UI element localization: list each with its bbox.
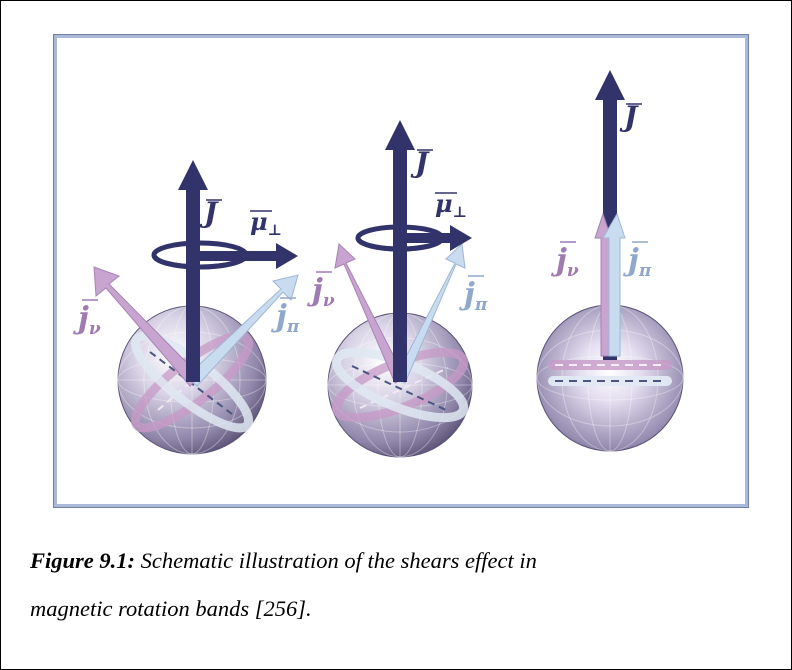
mu-arrow-2 bbox=[407, 225, 472, 251]
mu-label-2: μ⊥ bbox=[435, 189, 467, 221]
j-nu-arrow-1 bbox=[93, 266, 201, 387]
caption-line-2: magnetic rotation bands [256]. bbox=[30, 596, 312, 621]
J-arrow-3 bbox=[595, 70, 625, 360]
mu-arrow-1 bbox=[200, 243, 298, 269]
J-label-3: J bbox=[619, 100, 639, 133]
panel-2-vectors bbox=[334, 120, 472, 384]
j-pi-label-3: jπ bbox=[623, 243, 652, 281]
shears-diagram: J μ⊥ jν jπ J μ⊥ jν jπ J jν jπ bbox=[73, 70, 684, 458]
j-pi-arrow-1 bbox=[186, 274, 299, 387]
panel-3-vectors bbox=[594, 70, 626, 360]
sphere-3-orbits bbox=[548, 360, 672, 386]
j-pi-label-2: jπ bbox=[459, 277, 488, 315]
figure-caption: Figure 9.1: Schematic illustration of th… bbox=[30, 537, 750, 633]
j-pi-label-1: jπ bbox=[271, 299, 300, 337]
j-nu-label-3: jν bbox=[551, 243, 579, 281]
J-label-2: J bbox=[410, 146, 430, 179]
figure-label: Figure 9.1: bbox=[30, 548, 136, 573]
j-pi-arrow-3 bbox=[602, 212, 626, 357]
j-pi-arrow-2 bbox=[394, 242, 466, 384]
mu-label-1: μ⊥ bbox=[250, 207, 282, 239]
j-nu-label-2: jν bbox=[307, 273, 335, 311]
caption-line-1: Schematic illustration of the shears eff… bbox=[135, 548, 537, 573]
sphere-group-3 bbox=[536, 304, 684, 452]
panel-1-vectors bbox=[93, 160, 299, 387]
J-arrow-1 bbox=[178, 160, 208, 382]
j-nu-label-1: jν bbox=[73, 301, 101, 339]
J-label-1: J bbox=[199, 196, 219, 229]
j-nu-arrow-2 bbox=[334, 242, 406, 384]
